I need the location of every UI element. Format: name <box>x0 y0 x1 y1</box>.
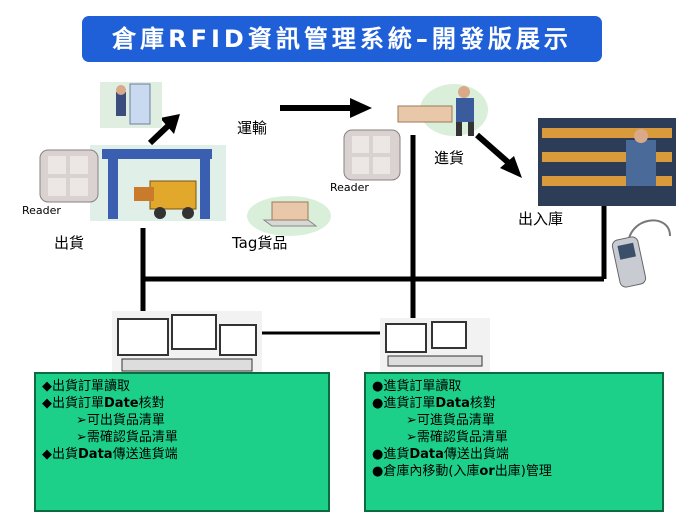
step-text: 需確認貨品清單 <box>416 430 508 445</box>
rfid-reader-left-icon <box>39 149 99 203</box>
receiving-label: 進貨 <box>434 149 465 167</box>
receiving-steps-panel: ●進貨訂單讀取●進貨訂單Data核對➢可進貨品清單➢需確認貨品清單●進貨Data… <box>364 372 664 512</box>
step-item: ●進貨Data傳送出貨端 <box>372 446 656 463</box>
warehouse-shelves-clipart <box>538 118 676 206</box>
tag-goods-label: Tag貨品 <box>232 234 288 252</box>
bullet-icon: ➢ <box>406 413 417 428</box>
step-item: ➢可進貨品清單 <box>372 412 656 429</box>
page-title: 倉庫RFID資訊管理系統–開發版展示 <box>82 16 602 62</box>
step-text: 進貨訂單讀取 <box>383 379 462 394</box>
step-text: 可出貨品清單 <box>86 413 165 428</box>
step-item: ➢需確認貨品清單 <box>372 429 656 446</box>
step-text: 進貨Data傳送出貨端 <box>383 447 509 462</box>
step-item: ◆出貨Data傳送進貨端 <box>42 446 322 463</box>
bullet-icon: ● <box>372 447 384 462</box>
warehouse-io-label: 出入庫 <box>518 210 564 228</box>
receiving-worker-clipart <box>397 84 488 136</box>
bullet-icon: ● <box>372 379 384 394</box>
bullet-icon: ➢ <box>406 430 417 445</box>
computer-right-clipart <box>380 318 490 372</box>
step-text: 出貨Data傳送進貨端 <box>52 447 178 462</box>
bullet-icon: ● <box>372 396 384 411</box>
step-item: ◆出貨訂單Date核對 <box>42 395 322 412</box>
step-text: 出貨訂單讀取 <box>52 379 131 394</box>
bullet-icon: ◆ <box>42 447 52 462</box>
rfid-reader-right-icon <box>343 129 401 181</box>
step-item: ◆出貨訂單讀取 <box>42 378 322 395</box>
step-item: ➢可出貨品清單 <box>42 412 322 429</box>
tagged-goods-clipart <box>247 196 331 236</box>
computer-left-clipart <box>112 311 262 377</box>
step-item: ●進貨訂單Data核對 <box>372 395 656 412</box>
bullet-icon: ◆ <box>42 379 52 394</box>
shipping-steps-panel: ◆出貨訂單讀取◆出貨訂單Date核對➢可出貨品清單➢需確認貨品清單◆出貨Data… <box>34 372 330 512</box>
handheld-scanner-icon <box>611 219 671 288</box>
reader-left-label: Reader <box>22 204 61 217</box>
step-item: ●進貨訂單讀取 <box>372 378 656 395</box>
bullet-icon: ◆ <box>42 396 52 411</box>
bullet-icon: ➢ <box>76 430 87 445</box>
step-item: ●倉庫內移動(入庫or出庫)管理 <box>372 463 656 480</box>
forklift-clipart <box>90 145 226 221</box>
step-text: 進貨訂單Data核對 <box>383 396 496 411</box>
bullet-icon: ● <box>372 464 384 479</box>
step-text: 需確認貨品清單 <box>86 430 178 445</box>
reader-right-label: Reader <box>330 181 369 194</box>
step-item: ➢需確認貨品清單 <box>42 429 322 446</box>
shipping-label: 出貨 <box>54 234 85 252</box>
transport-label: 運輸 <box>237 119 268 137</box>
step-text: 可進貨品清單 <box>416 413 495 428</box>
step-text: 出貨訂單Date核對 <box>52 396 165 411</box>
bullet-icon: ➢ <box>76 413 87 428</box>
step-text: 倉庫內移動(入庫or出庫)管理 <box>383 464 552 479</box>
worker-door-clipart <box>100 82 162 128</box>
